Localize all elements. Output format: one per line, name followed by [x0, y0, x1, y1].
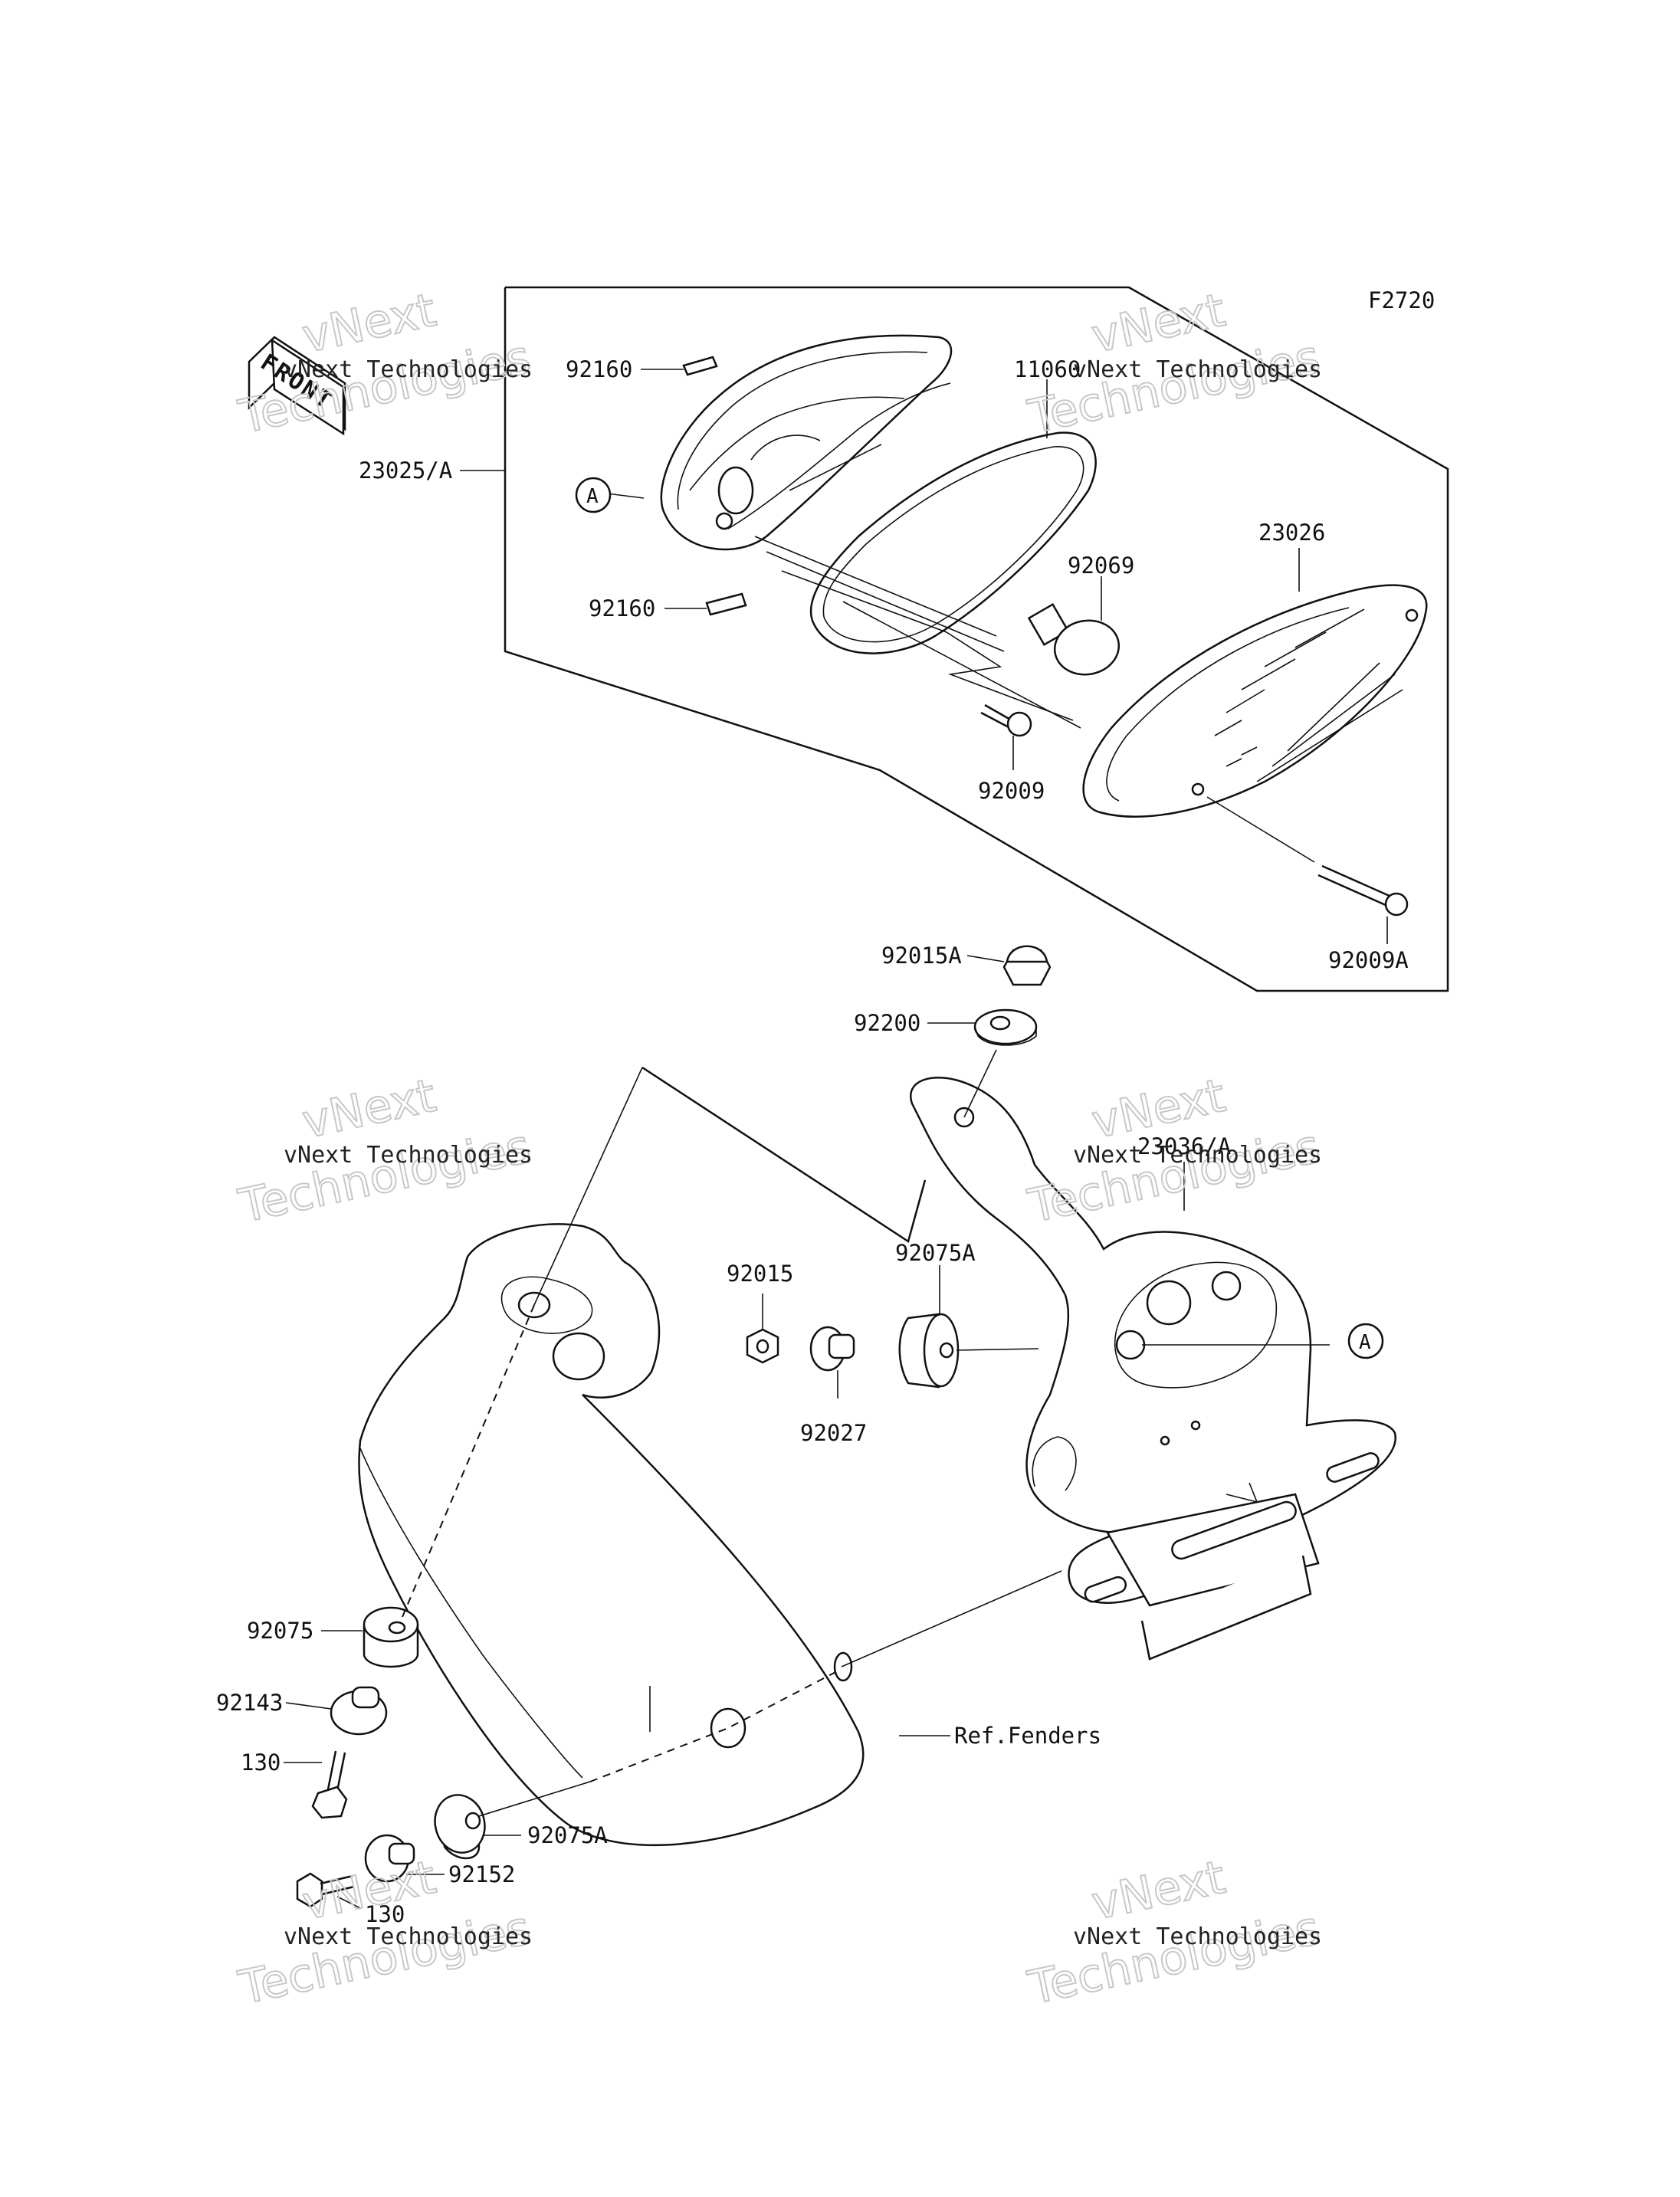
- bracket-23036A: [910, 1077, 1396, 1661]
- bulb-92069: [1027, 602, 1121, 676]
- cap-nut-92015A: [1002, 945, 1052, 986]
- svg-text:vNext: vNext: [298, 1069, 441, 1149]
- label-92015A: 92015A: [881, 943, 962, 969]
- dashed-guide: [402, 1304, 535, 1618]
- label-92143: 92143: [216, 1690, 283, 1716]
- label-23026: 23026: [1258, 520, 1325, 546]
- svg-text:vNext Technologies: vNext Technologies: [284, 1923, 533, 1950]
- collar-92027: [809, 1326, 855, 1372]
- guide-line: [478, 1781, 591, 1817]
- clip-92160-bottom: [705, 592, 747, 616]
- svg-text:A: A: [586, 485, 599, 508]
- label-23025A: 23025/A: [359, 457, 452, 484]
- front-arrow-icon: FRONT: [248, 336, 346, 436]
- screw-92009: [980, 703, 1032, 737]
- reference-marker-top: A: [575, 477, 612, 513]
- figure-code: F2720: [1368, 287, 1435, 313]
- svg-text:Technologies: Technologies: [1024, 1901, 1325, 2015]
- label-ref-fenders: Ref.Fenders: [954, 1723, 1101, 1749]
- svg-text:Technologies: Technologies: [235, 1120, 536, 1234]
- collar-92143: [330, 1686, 388, 1736]
- collar-92152: [364, 1834, 415, 1883]
- svg-text:vNext Technologies: vNext Technologies: [284, 356, 533, 383]
- nut-92015: [746, 1328, 779, 1364]
- svg-text:vNext: vNext: [298, 284, 441, 364]
- label-92069: 92069: [1068, 553, 1134, 579]
- part-labels: 92160 23025/A 92160 11060 23026 92069 92…: [216, 356, 1409, 1927]
- guide-line: [533, 1067, 643, 1306]
- grommet-92075: [363, 1606, 419, 1668]
- svg-text:vNext Technologies: vNext Technologies: [284, 1142, 533, 1169]
- label-23036A: 23036/A: [1137, 1133, 1231, 1159]
- watermark-bottom-right: vNext Technologies vNext Technologies: [1023, 1850, 1326, 2016]
- guide-line: [956, 1348, 1039, 1351]
- watermark-middle-left: vNext Technologies vNext Technologies: [234, 1068, 536, 1235]
- lens-23026: [1082, 584, 1428, 818]
- label-92152: 92152: [448, 1861, 515, 1887]
- label-92160-top: 92160: [566, 356, 632, 382]
- label-130-top: 130: [241, 1749, 281, 1776]
- contour-line: [641, 1066, 927, 1243]
- taillight-housing: [660, 334, 953, 551]
- svg-text:vNext Technologies: vNext Technologies: [1073, 1142, 1322, 1169]
- label-92160-bottom: 92160: [589, 595, 655, 621]
- label-92075: 92075: [247, 1618, 313, 1644]
- assembly-frame: [504, 286, 1449, 992]
- guide-line: [841, 1570, 1062, 1667]
- guide-line: [1206, 796, 1315, 863]
- guide-line: [754, 536, 997, 637]
- guide-line: [781, 570, 1074, 721]
- svg-text:vNext: vNext: [1088, 1851, 1230, 1931]
- gasket-11060: [809, 431, 1097, 654]
- grommet-92075A-bottom: [434, 1794, 486, 1860]
- label-130-bottom: 130: [365, 1901, 405, 1927]
- screw-92009A: [1317, 864, 1409, 917]
- label-11060: 11060: [1014, 356, 1081, 382]
- washer-92200: [973, 1008, 1038, 1046]
- guide-line: [766, 551, 1005, 652]
- leader-lines: [284, 369, 1388, 1909]
- bolt-130-top: [311, 1750, 348, 1819]
- watermark-middle-right: vNext Technologies vNext Technologies: [1023, 1068, 1326, 1235]
- label-92009: 92009: [978, 778, 1045, 804]
- label-92009A: 92009A: [1328, 947, 1409, 973]
- grommet-92075A-top: [898, 1313, 960, 1389]
- guide-line: [842, 601, 1081, 729]
- reference-marker-right: A: [1347, 1323, 1384, 1359]
- fender: [358, 1223, 865, 1847]
- label-92075A-bottom: 92075A: [527, 1822, 608, 1848]
- bolt-130-bottom: [296, 1872, 355, 1908]
- svg-text:vNext: vNext: [1088, 284, 1230, 364]
- label-92075A-top: 92075A: [895, 1240, 976, 1266]
- clip-92160-top: [682, 356, 718, 376]
- svg-text:vNext Technologies: vNext Technologies: [1073, 1923, 1322, 1950]
- label-92015: 92015: [727, 1261, 793, 1287]
- guide-line: [963, 1049, 997, 1118]
- label-92027: 92027: [800, 1420, 867, 1446]
- svg-text:vNext Technologies: vNext Technologies: [1073, 356, 1322, 383]
- svg-text:A: A: [1359, 1331, 1371, 1354]
- label-92200: 92200: [854, 1010, 920, 1036]
